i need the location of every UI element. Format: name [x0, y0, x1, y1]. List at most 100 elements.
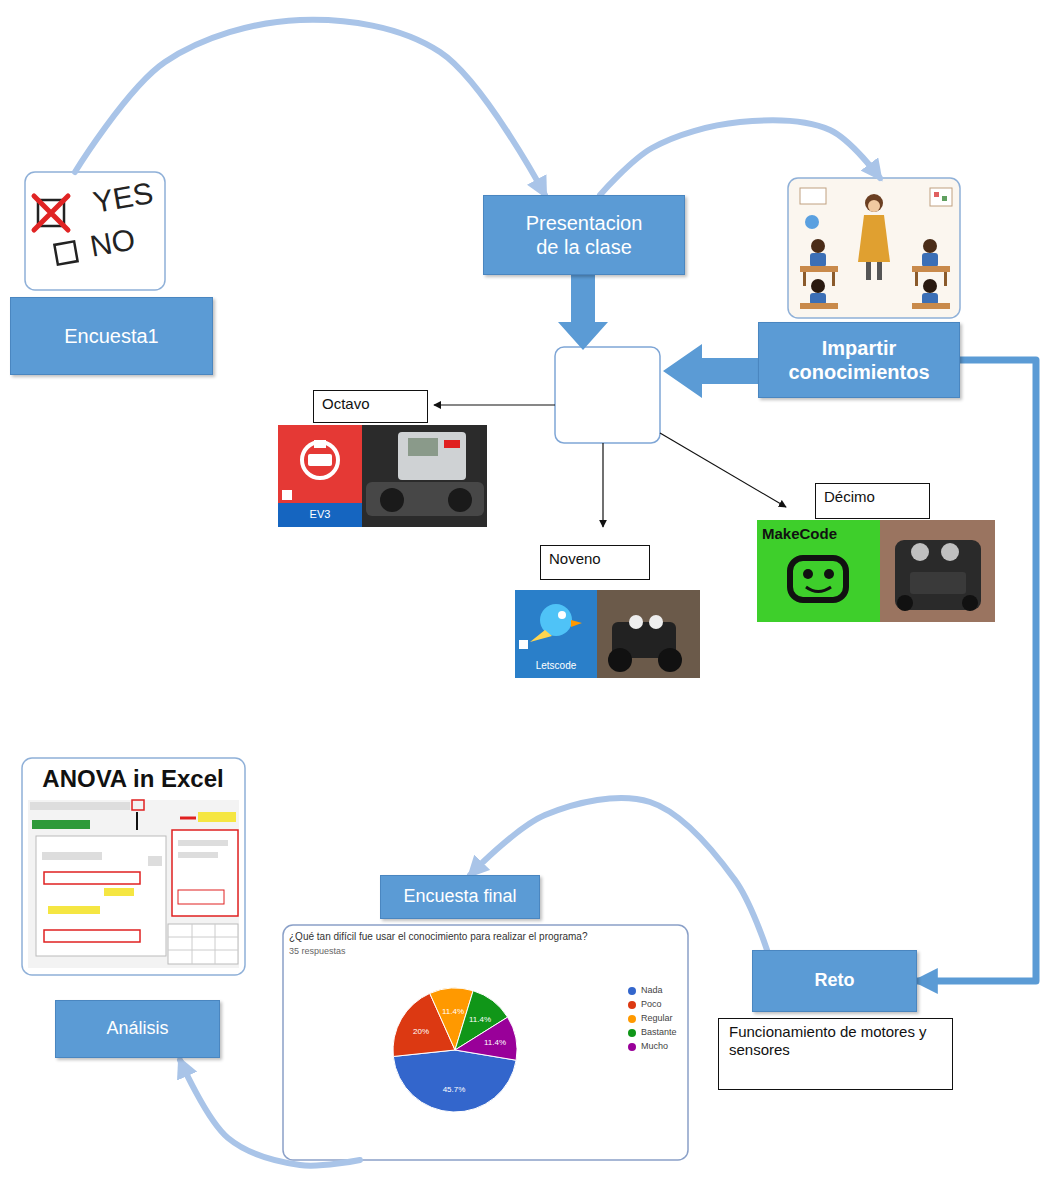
classroom-picture: [810, 253, 826, 267]
connector-group: [75, 20, 1036, 1166]
legend-item: Bastante: [628, 1028, 677, 1038]
excel-screenshot: [168, 924, 238, 964]
excel-screenshot: [104, 888, 134, 896]
branch-arrow: [660, 433, 786, 507]
classroom-picture: [915, 272, 918, 286]
legend-item: Mucho: [628, 1042, 668, 1052]
classroom-picture: [788, 178, 960, 318]
microbit-robot-photo: [911, 543, 929, 561]
legend-swatch: [628, 1001, 636, 1009]
process-box: Reto: [752, 950, 917, 1012]
classroom-picture: [865, 194, 883, 212]
classroom-picture: [923, 239, 937, 253]
excel-screenshot: [44, 872, 140, 884]
excel-screenshot: [30, 802, 130, 810]
makecode-icon: [824, 569, 834, 579]
node-region: Análisis: [20, 758, 245, 1060]
block-arrow: [663, 344, 758, 398]
node-region: Noveno: [540, 545, 650, 580]
ev3-icon: [278, 425, 362, 527]
excel-screenshot: [180, 817, 196, 820]
classroom-picture: [877, 262, 882, 280]
checkbox-picture: [25, 172, 165, 290]
classroom-picture: [934, 192, 939, 197]
ev3-robot-photo: [380, 488, 404, 512]
excel-screenshot: [42, 852, 102, 860]
box-text: Reto: [763, 970, 906, 992]
node-region: Décimo: [815, 483, 930, 519]
classroom-picture: [923, 279, 937, 293]
node-region: Presentacion de la clase: [483, 195, 685, 275]
branch-arrow: [434, 404, 555, 405]
grade-label-box: Noveno: [540, 545, 650, 580]
makecode-icon: [803, 569, 813, 579]
ev3-robot-photo: [448, 488, 472, 512]
classroom-picture: [811, 239, 825, 253]
box-text: Noveno: [549, 550, 641, 568]
slice-percent: 11.4%: [469, 1016, 491, 1025]
node-region: Reto: [752, 950, 917, 1012]
legend-item: Poco: [628, 1000, 662, 1010]
grade-label-box: Décimo: [815, 483, 930, 519]
letscode-icon: [530, 630, 552, 642]
block-arrow: [558, 275, 608, 350]
response-count: 35 respuestas: [289, 947, 346, 957]
flow-arrow: [75, 20, 545, 195]
excel-screenshot: [178, 890, 224, 904]
ev3-icon: [282, 490, 292, 500]
box-text: Impartir conocimientos: [771, 336, 947, 384]
process-box: Análisis: [55, 1000, 220, 1058]
grade-label-box: Octavo: [313, 390, 428, 423]
slice-percent: 11.4%: [484, 1039, 506, 1048]
classroom-picture: [800, 266, 838, 272]
robot-car-photo: [597, 590, 700, 678]
classroom-picture: [811, 279, 825, 293]
legend-text: Bastante: [641, 1028, 677, 1038]
ev3-icon: [278, 425, 362, 527]
box-text: Análisis: [66, 1018, 209, 1040]
legend-swatch: [628, 987, 636, 995]
slice-percent: 11.4%: [442, 1008, 464, 1017]
pie-chart: [455, 1017, 517, 1060]
letscode-icon: [519, 640, 528, 649]
excel-screenshot: [168, 924, 238, 964]
icon-caption: MakeCode: [762, 526, 837, 543]
node-region: Impartir conocimientos: [758, 178, 960, 398]
microbit-robot-photo: [895, 540, 981, 610]
process-box: Encuesta final: [380, 875, 540, 919]
letscode-icon: [571, 620, 582, 627]
robot-car-photo: [658, 648, 682, 672]
classroom-picture: [832, 272, 835, 286]
makecode-icon: [757, 520, 880, 622]
node-region: Funcionamiento de motores y sensores: [718, 1018, 953, 1090]
robot-car-photo: [629, 615, 643, 629]
legend-swatch: [628, 1043, 636, 1051]
icon-caption: EV3: [310, 508, 331, 520]
checkbox-picture: [25, 172, 165, 290]
ev3-robot-photo: [362, 425, 487, 527]
box-text: Funcionamiento de motores y sensores: [729, 1023, 942, 1059]
letscode-icon: [515, 590, 597, 678]
microbit-robot-photo: [941, 543, 959, 561]
icon-caption: Letscode: [536, 660, 577, 671]
makecode-icon: [790, 558, 846, 600]
classroom-picture: [803, 272, 806, 286]
node-region: Octavo: [313, 390, 428, 423]
excel-screenshot: [44, 930, 140, 942]
classroom-picture: [912, 266, 950, 272]
classroom-picture: [866, 262, 871, 280]
excel-screenshot: [136, 812, 138, 830]
microbit-robot-photo: [880, 520, 995, 622]
classroom-picture: [800, 188, 826, 204]
classroom-picture: [800, 303, 838, 309]
robot-car-photo: [597, 590, 700, 678]
chart-panel: [283, 925, 688, 1160]
checkbox-text: NO: [87, 222, 137, 262]
box-text: Octavo: [322, 395, 419, 413]
excel-screenshot: [36, 836, 166, 956]
slice-percent: 45.7%: [443, 1086, 466, 1095]
legend-text: Poco: [641, 1000, 662, 1010]
